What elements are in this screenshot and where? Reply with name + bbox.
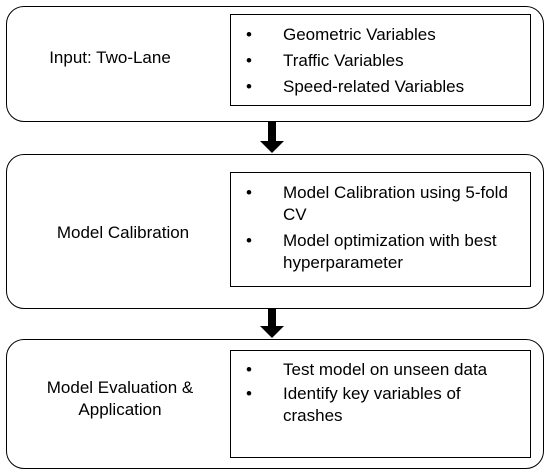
list-item: • Model Calibration using 5-fold CV: [231, 182, 530, 226]
bullet-icon: •: [246, 231, 252, 250]
bullet-icon: •: [246, 360, 252, 379]
stage-evaluation-label: Model Evaluation & Application: [22, 377, 218, 421]
bullet-icon: •: [246, 25, 252, 44]
flow-arrow-down-icon: [260, 309, 284, 339]
list-item: • Identify key variables of crashes: [231, 383, 530, 427]
bullet-icon: •: [246, 183, 252, 202]
bullet-icon: •: [246, 51, 252, 70]
list-item-text: Identify key variables of crashes: [283, 384, 461, 425]
list-item-text: Test model on unseen data: [283, 360, 488, 379]
stage-calibration-label: Model Calibration: [56, 223, 190, 242]
bullet-icon: •: [246, 77, 252, 96]
list-item-text: Geometric Variables: [283, 25, 436, 44]
bullet-icon: •: [246, 384, 252, 403]
stage-calibration-details: • Model Calibration using 5-fold CV • Mo…: [230, 172, 531, 287]
list-item: • Model optimization with best hyperpara…: [231, 230, 530, 274]
stage-input-details: • Geometric Variables • Traffic Variable…: [230, 14, 531, 106]
stage-evaluation-details: • Test model on unseen data • Identify k…: [230, 350, 531, 458]
list-item-text: Model optimization with best hyperparame…: [283, 231, 497, 272]
list-item: • Traffic Variables: [231, 50, 530, 72]
stage-input-label: Input: Two-Lane: [49, 48, 171, 67]
stage-evaluation-label-line: Application: [78, 400, 162, 419]
list-item-text: Speed-related Variables: [283, 77, 465, 96]
flow-arrow-down-icon: [260, 122, 284, 154]
list-item-text: Traffic Variables: [283, 51, 404, 70]
list-item: • Geometric Variables: [231, 24, 530, 46]
list-item-text: Model Calibration using 5-fold CV: [283, 183, 508, 224]
list-item: • Speed-related Variables: [231, 76, 530, 98]
stage-evaluation-label-line: Model Evaluation &: [46, 378, 194, 397]
list-item: • Test model on unseen data: [231, 359, 530, 381]
